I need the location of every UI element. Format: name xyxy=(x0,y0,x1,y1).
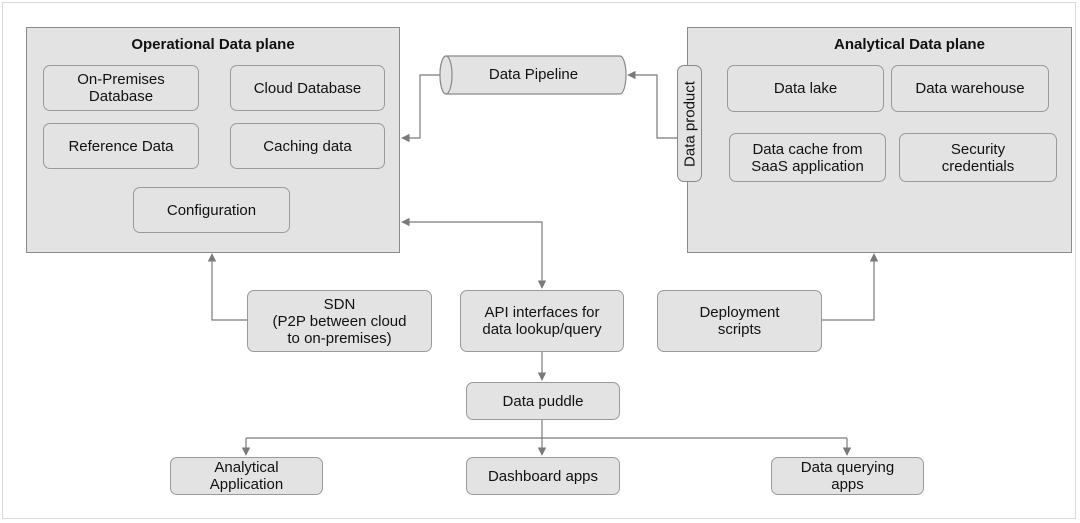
on-premises-database-box: On-Premises Database xyxy=(43,65,199,111)
data-product-label: Data product xyxy=(681,80,698,167)
data-querying-apps-box: Data querying apps xyxy=(771,457,924,495)
operational-plane-title: Operational Data plane xyxy=(131,36,295,53)
edge-sdn-to-operational xyxy=(207,253,247,321)
configuration-box: Configuration xyxy=(133,187,290,233)
cloud-database-box: Cloud Database xyxy=(230,65,385,111)
data-lake-box: Data lake xyxy=(727,65,884,112)
deployment-scripts-box: Deployment scripts xyxy=(657,290,822,352)
pipeline-cylinder xyxy=(439,55,627,95)
caching-data-box: Caching data xyxy=(230,123,385,169)
api-interfaces-box: API interfaces for data lookup/query xyxy=(460,290,624,352)
security-credentials-box: Security credentials xyxy=(899,133,1057,182)
data-warehouse-box: Data warehouse xyxy=(891,65,1049,112)
reference-data-box: Reference Data xyxy=(43,123,199,169)
analytical-plane-title: Analytical Data plane xyxy=(834,36,985,53)
dashboard-apps-box: Dashboard apps xyxy=(466,457,620,495)
data-puddle-box: Data puddle xyxy=(466,382,620,420)
edge-dataproduct-to-pipeline xyxy=(627,70,677,139)
sdn-box: SDN (P2P between cloud to on-premises) xyxy=(247,290,432,352)
edge-api-to-operational xyxy=(401,217,547,289)
data-cache-box: Data cache from SaaS application xyxy=(729,133,886,182)
edge-pipeline-to-operational xyxy=(401,74,445,143)
data-pipeline-label: Data Pipeline xyxy=(488,66,579,83)
edge-deployment-to-analytical xyxy=(822,253,879,321)
data-product-box: Data product xyxy=(677,65,702,182)
analytical-application-box: Analytical Application xyxy=(170,457,323,495)
